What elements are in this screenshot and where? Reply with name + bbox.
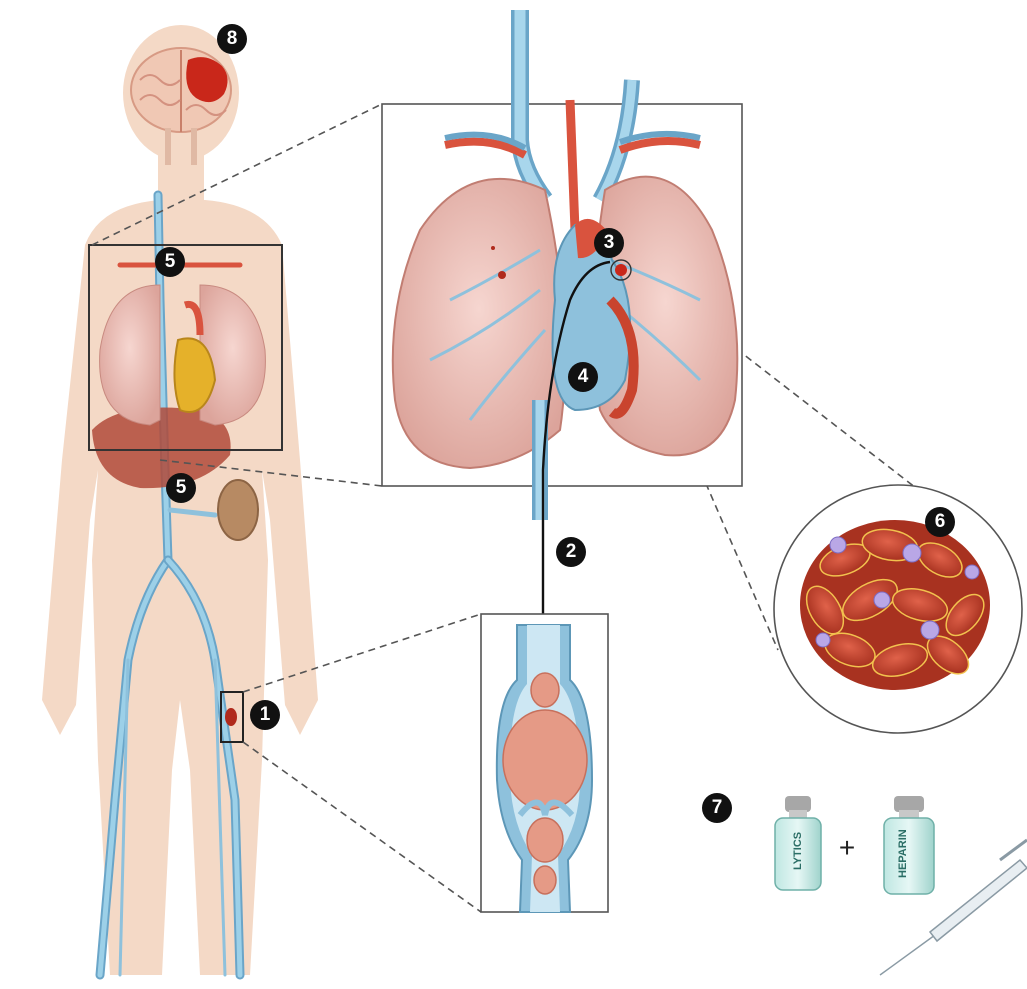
clot-magnified: [774, 485, 1022, 733]
marker-2: 2: [556, 537, 586, 567]
marker-7: 7: [702, 793, 732, 823]
lytics-label: LYTICS: [792, 832, 804, 870]
plus-sign: +: [839, 832, 855, 863]
heparin-vial: HEPARIN: [884, 796, 934, 894]
leg-clot: [225, 708, 237, 726]
heparin-label: HEPARIN: [897, 829, 909, 878]
vein-clot-inset: [481, 614, 608, 912]
thorax-inset: [382, 10, 742, 520]
marker-1: 1: [250, 700, 280, 730]
marker-3: 3: [594, 228, 624, 258]
marker-5-thorax: 5: [155, 247, 185, 277]
marker-6: 6: [925, 507, 955, 537]
kidney: [218, 480, 258, 540]
marker-5-abdomen: 5: [166, 473, 196, 503]
lytics-vial: LYTICS: [775, 796, 821, 890]
marker-8: 8: [217, 24, 247, 54]
marker-4: 4: [568, 362, 598, 392]
